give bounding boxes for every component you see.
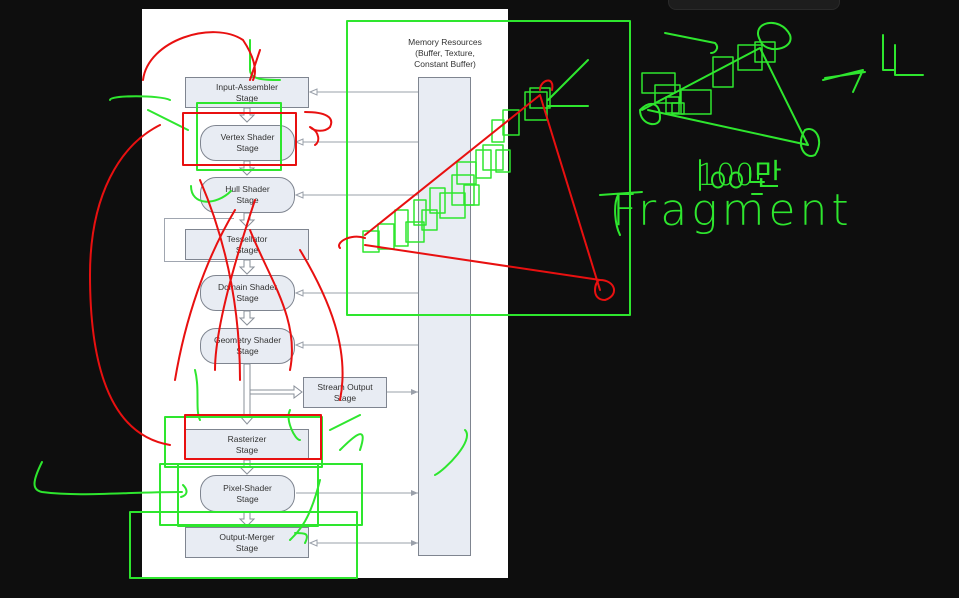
handwritten-count: 100만 — [697, 158, 782, 193]
handwritten-fragment: Fragment — [612, 185, 853, 236]
memory-label-line3: Constant Buffer) — [414, 59, 476, 69]
tessellation-loop-line — [164, 218, 234, 262]
memory-label-line1: Memory Resources — [408, 37, 482, 47]
memory-label-line2: (Buffer, Texture, — [415, 48, 475, 58]
memory-resources-label: Memory Resources (Buffer, Texture, Const… — [395, 37, 495, 70]
